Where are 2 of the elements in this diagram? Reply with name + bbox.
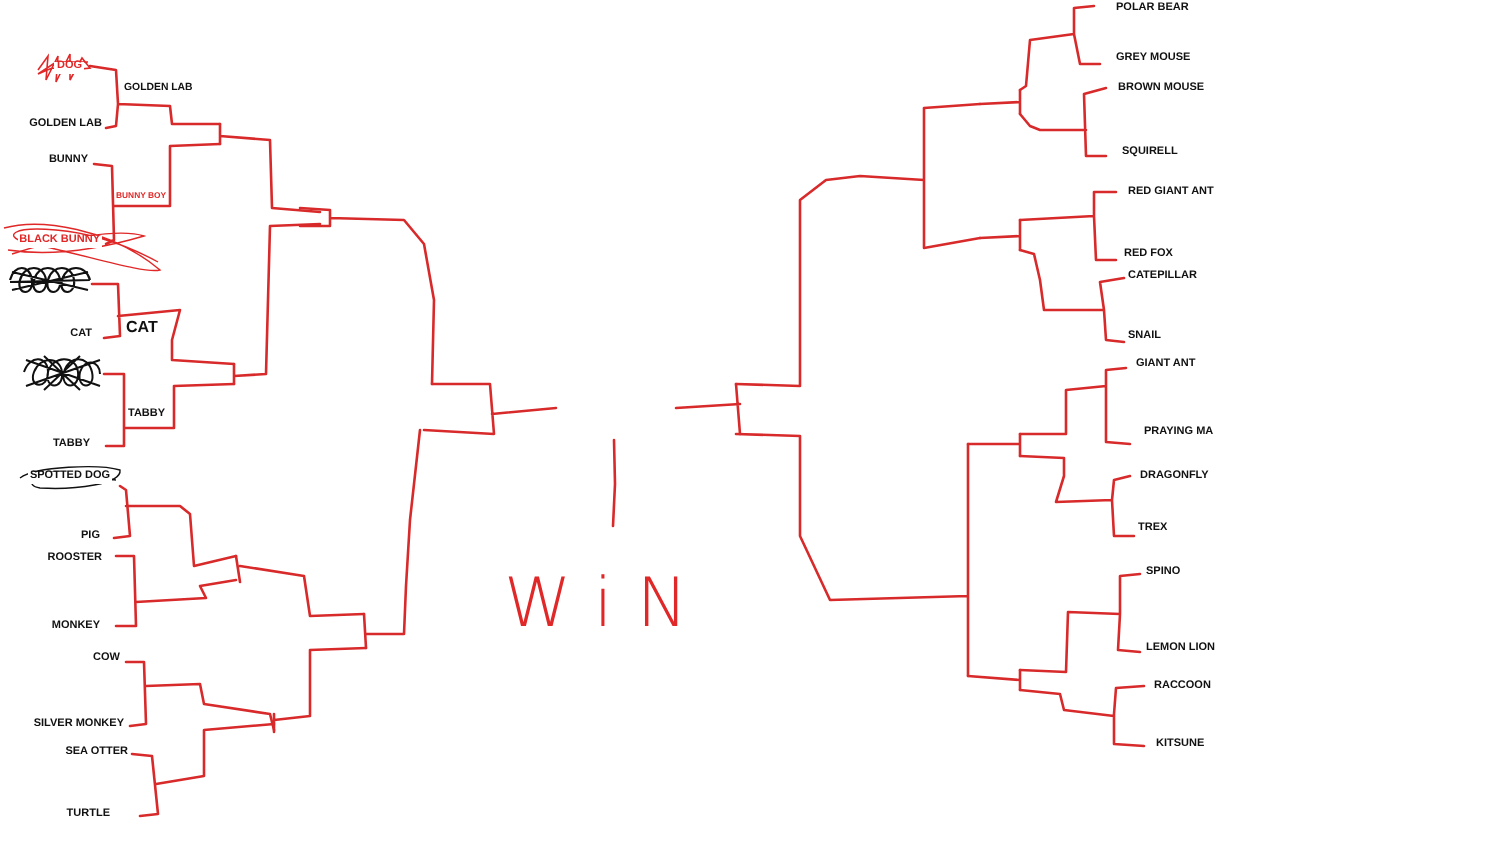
winner-name: CAT: [126, 320, 158, 336]
win-text: WiN: [504, 570, 712, 638]
